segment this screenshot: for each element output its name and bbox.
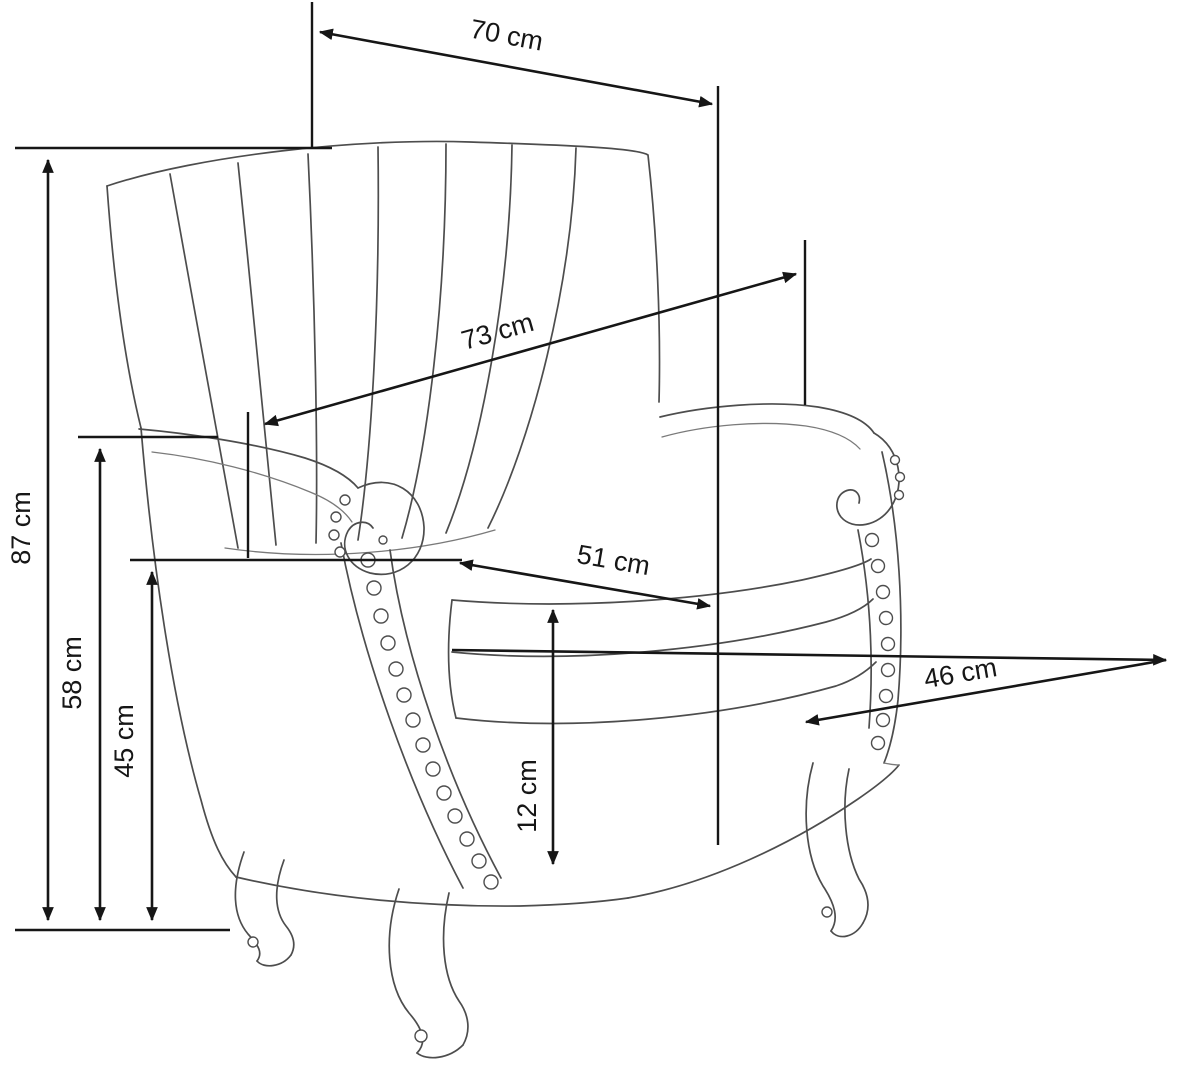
chair-left-arm (138, 428, 502, 889)
dimension-87cm-label: 87 cm (6, 491, 36, 565)
dimension-45cm: 45 cm (109, 570, 158, 922)
dimension-58cm-label: 58 cm (57, 636, 87, 710)
dimension-70cm-arrow (318, 28, 714, 108)
armchair-drawing (106, 140, 906, 1059)
dimension-46cm: 46 cm (451, 648, 1168, 726)
dimension-87cm: 87 cm (6, 158, 54, 922)
nailhead-trim-left (328, 494, 499, 890)
dimension-46cm-line-upper (451, 648, 1168, 666)
chair-base (140, 427, 900, 907)
dimension-70cm: 70 cm (318, 14, 714, 108)
dimension-73cm-label: 73 cm (458, 307, 537, 356)
dimension-73cm-arrow (263, 271, 798, 427)
dimension-73cm: 73 cm (263, 271, 798, 427)
chair-leg-front-center (388, 888, 469, 1059)
dimension-70cm-label: 70 cm (468, 14, 546, 57)
chair-back (106, 140, 661, 556)
dimension-12cm-label: 12 cm (512, 759, 542, 833)
dimension-12cm: 12 cm (512, 608, 559, 866)
dimension-58cm: 58 cm (57, 447, 106, 922)
dimension-51cm-label: 51 cm (575, 539, 653, 581)
chair-leg-rear-right (805, 762, 869, 938)
chair-seat-cushion (447, 558, 877, 725)
dimension-46cm-line-lower (804, 658, 1167, 726)
arm-button (378, 535, 388, 545)
dimension-46cm-label: 46 cm (922, 652, 1000, 694)
dimension-45cm-label: 45 cm (109, 704, 139, 778)
dimension-51cm: 51 cm (458, 539, 712, 610)
nailhead-trim-right (864, 454, 906, 751)
dimension-annotations: 70 cm 73 cm 87 cm 58 cm 45 cm (6, 2, 1168, 932)
dimension-51cm-arrow (458, 559, 712, 610)
chair-leg-front-left (234, 851, 295, 967)
